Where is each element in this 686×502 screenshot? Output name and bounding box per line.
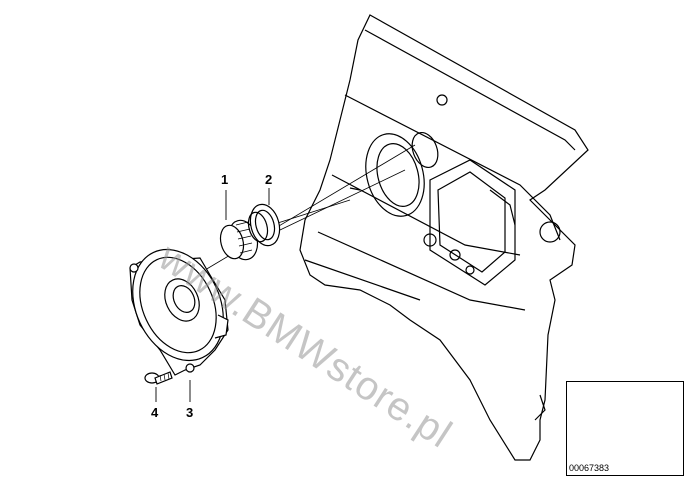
diagram-part-number: 00067383 bbox=[569, 463, 610, 473]
callout-3: 3 bbox=[186, 405, 194, 420]
callout-2: 2 bbox=[265, 172, 273, 187]
part-2-ring bbox=[247, 203, 281, 247]
inset-frame bbox=[566, 381, 684, 476]
part-3-loudspeaker bbox=[129, 248, 229, 376]
part-4-screw bbox=[144, 371, 173, 385]
callout-leaders bbox=[155, 188, 270, 402]
body-panel bbox=[299, 14, 589, 461]
parts-diagram bbox=[129, 14, 679, 461]
part-1-grommet bbox=[219, 219, 259, 261]
callout-1: 1 bbox=[221, 172, 229, 187]
callout-4: 4 bbox=[151, 405, 159, 420]
